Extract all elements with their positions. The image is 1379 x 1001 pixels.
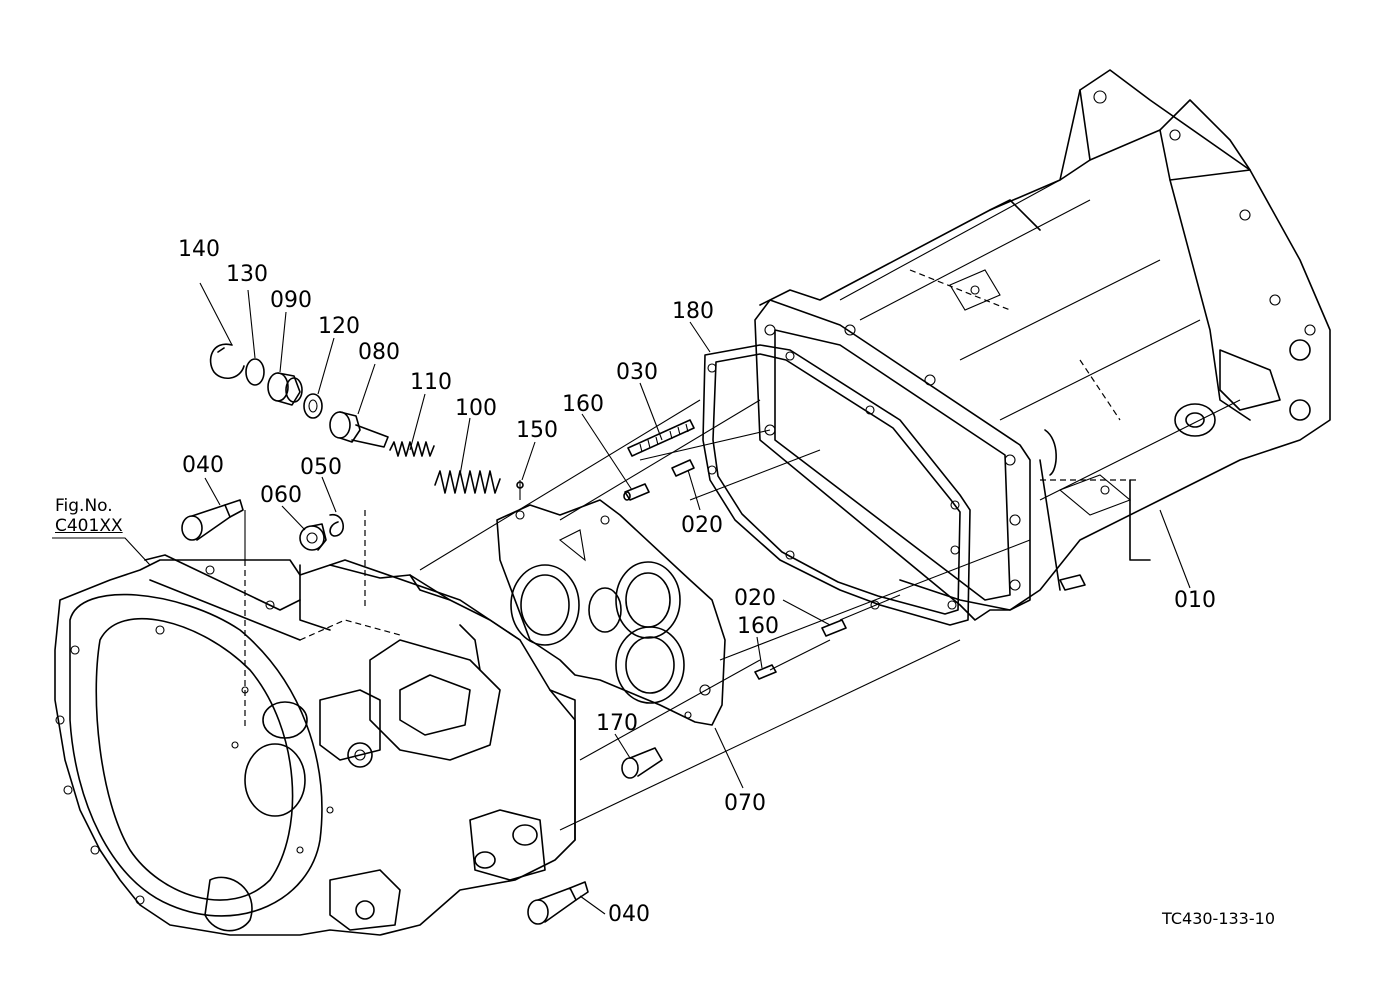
part-label-150: 150 bbox=[516, 418, 558, 443]
figure-reference-title: Fig.No. bbox=[55, 496, 113, 516]
figure-reference-code: C401XX bbox=[55, 516, 123, 536]
part-label-090: 090 bbox=[270, 288, 312, 313]
plate-070 bbox=[496, 499, 726, 726]
dowel-020-upper bbox=[671, 459, 695, 477]
part-label-120: 120 bbox=[318, 314, 360, 339]
part-label-050: 050 bbox=[300, 455, 342, 480]
circlip-140 bbox=[209, 343, 245, 379]
pin-160-upper bbox=[623, 483, 650, 501]
plug-090 bbox=[267, 372, 303, 406]
part-label-140: 140 bbox=[178, 237, 220, 262]
o-ring-130 bbox=[245, 358, 265, 386]
part-label-020-upper: 020 bbox=[681, 513, 723, 538]
part-label-180: 180 bbox=[672, 299, 714, 324]
transmission-case-010 bbox=[754, 69, 1331, 621]
ball-150 bbox=[516, 481, 524, 489]
leader-lines bbox=[52, 282, 1191, 915]
assembly-lines bbox=[244, 399, 1031, 831]
dowel-020-lower bbox=[821, 619, 847, 637]
part-label-100: 100 bbox=[455, 396, 497, 421]
part-label-060: 060 bbox=[260, 483, 302, 508]
front-housing bbox=[54, 510, 576, 936]
part-label-130: 130 bbox=[226, 262, 268, 287]
drawing-code: TC430-133-10 bbox=[1162, 909, 1275, 928]
nut-060 bbox=[299, 523, 327, 551]
bolt-040-upper bbox=[181, 499, 244, 541]
part-label-080: 080 bbox=[358, 340, 400, 365]
gasket-180 bbox=[702, 344, 971, 626]
part-label-160-upper: 160 bbox=[562, 392, 604, 417]
plug-170 bbox=[621, 747, 663, 779]
figure-reference: Fig.No. C401XX bbox=[55, 496, 123, 536]
spring-100 bbox=[434, 470, 501, 494]
part-label-010: 010 bbox=[1174, 588, 1216, 613]
spool-080 bbox=[329, 411, 389, 448]
part-label-030: 030 bbox=[616, 360, 658, 385]
part-label-020-lower: 020 bbox=[734, 586, 776, 611]
stud-030 bbox=[627, 419, 695, 457]
part-label-110: 110 bbox=[410, 370, 452, 395]
washer-120 bbox=[303, 393, 323, 419]
part-label-170: 170 bbox=[596, 711, 638, 736]
part-label-160-lower: 160 bbox=[737, 614, 779, 639]
part-label-040-upper: 040 bbox=[182, 453, 224, 478]
pin-160-lower bbox=[754, 664, 777, 680]
spring-110 bbox=[389, 441, 435, 457]
part-label-070: 070 bbox=[724, 791, 766, 816]
part-label-040-lower: 040 bbox=[608, 902, 650, 927]
bolt-040-lower bbox=[527, 881, 589, 925]
spring-washer-050 bbox=[329, 514, 344, 537]
